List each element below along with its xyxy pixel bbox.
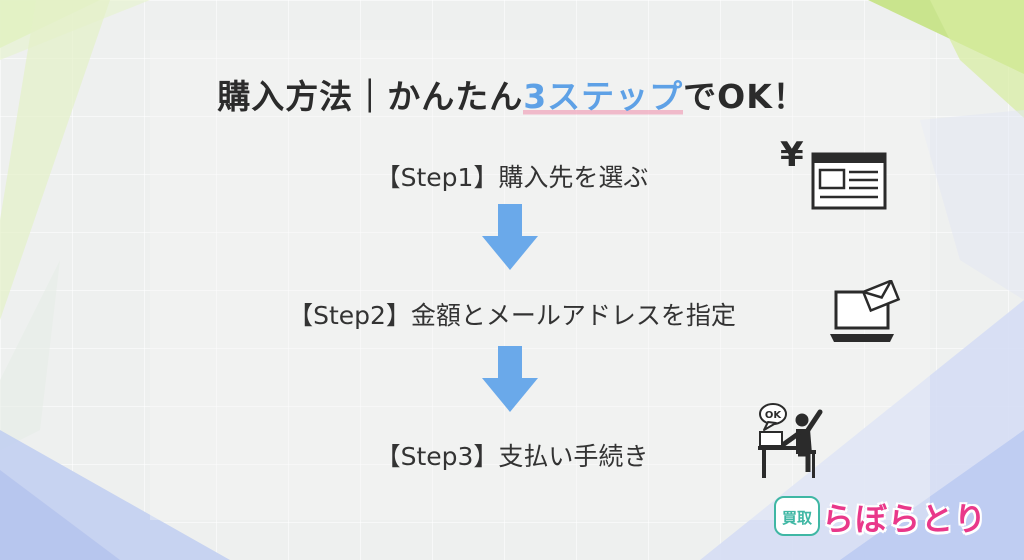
title-highlight: 3ステップ	[523, 77, 684, 116]
down-arrow-icon	[482, 204, 538, 270]
yen-browser-icon: ¥	[780, 135, 887, 210]
title-part1: 購入方法｜かんたん	[217, 77, 524, 116]
down-arrow-icon	[482, 346, 538, 412]
step-1-label: 【Step1】購入先を選ぶ	[375, 163, 649, 192]
person-ok-icon: OK	[758, 403, 823, 478]
step-3-label: 【Step3】支払い手続き	[375, 442, 649, 471]
title-part2: でOK！	[683, 77, 807, 116]
laptop-mail-icon	[830, 280, 901, 342]
logo-text: らぼらとり	[822, 500, 988, 538]
ok-bubble-text: OK	[765, 410, 783, 421]
step-2-label: 【Step2】金額とメールアドレスを指定	[288, 301, 736, 330]
svg-text:¥: ¥	[780, 135, 804, 175]
logo-badge: 買取	[774, 496, 820, 536]
page-title: 購入方法｜かんたん3ステップでOK！	[0, 70, 1024, 118]
brand-logo: 買取 らぼらとり	[774, 494, 986, 538]
